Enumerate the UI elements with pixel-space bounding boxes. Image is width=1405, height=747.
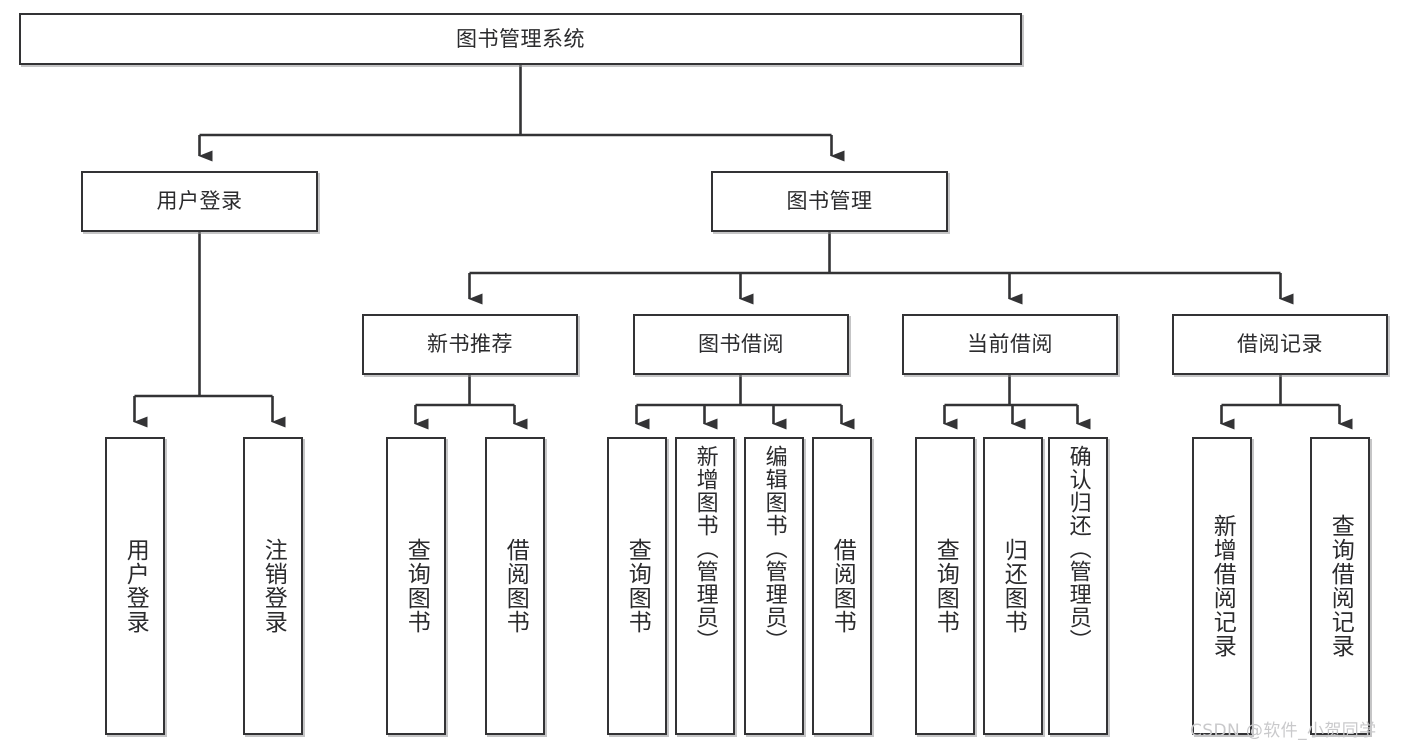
node-leaf-query-record-label: 查询借阅记录 — [1327, 514, 1354, 658]
node-leaf-query-record[interactable]: 查询借阅记录 — [1310, 437, 1370, 735]
node-leaf-borrow-book-2[interactable]: 借阅图书 — [812, 437, 872, 735]
node-user-login-label: 用户登录 — [156, 189, 243, 214]
node-leaf-edit-book[interactable]: 编辑图书（管理员） — [744, 437, 804, 735]
node-leaf-return-book-label: 归还图书 — [1000, 538, 1027, 634]
node-leaf-add-record[interactable]: 新增借阅记录 — [1192, 437, 1252, 735]
node-leaf-confirm-return-label: 确认归还（管理员） — [1065, 445, 1091, 652]
node-new-book-rec[interactable]: 新书推荐 — [362, 314, 578, 375]
node-book-borrow-label: 图书借阅 — [698, 332, 784, 357]
node-leaf-logout-label: 注销登录 — [260, 538, 287, 634]
node-leaf-confirm-return[interactable]: 确认归还（管理员） — [1048, 437, 1108, 735]
node-book-borrow[interactable]: 图书借阅 — [633, 314, 849, 375]
watermark: CSDN @软件_小贺同学 — [1190, 721, 1377, 741]
node-root-label: 图书管理系统 — [456, 26, 585, 51]
node-leaf-user-login[interactable]: 用户登录 — [105, 437, 165, 735]
node-user-login[interactable]: 用户登录 — [81, 171, 318, 232]
node-borrow-record-label: 借阅记录 — [1237, 332, 1323, 357]
node-leaf-query-book-1[interactable]: 查询图书 — [386, 437, 446, 735]
node-leaf-borrow-book-1[interactable]: 借阅图书 — [485, 437, 545, 735]
node-leaf-query-book-2[interactable]: 查询图书 — [607, 437, 667, 735]
node-leaf-edit-book-label: 编辑图书（管理员） — [761, 445, 787, 652]
node-new-book-rec-label: 新书推荐 — [427, 332, 513, 357]
node-current-borrow[interactable]: 当前借阅 — [902, 314, 1118, 375]
node-borrow-record[interactable]: 借阅记录 — [1172, 314, 1388, 375]
node-leaf-query-book-2-label: 查询图书 — [624, 538, 651, 634]
node-leaf-user-login-label: 用户登录 — [122, 538, 149, 634]
node-book-manage-label: 图书管理 — [786, 189, 873, 214]
node-leaf-return-book[interactable]: 归还图书 — [983, 437, 1043, 735]
node-leaf-query-book-3[interactable]: 查询图书 — [915, 437, 975, 735]
node-leaf-borrow-book-1-label: 借阅图书 — [502, 538, 529, 634]
node-leaf-query-book-3-label: 查询图书 — [932, 538, 959, 634]
node-leaf-add-book[interactable]: 新增图书（管理员） — [675, 437, 735, 735]
node-leaf-query-book-1-label: 查询图书 — [403, 538, 430, 634]
node-current-borrow-label: 当前借阅 — [967, 332, 1053, 357]
node-book-manage[interactable]: 图书管理 — [711, 171, 948, 232]
node-leaf-logout[interactable]: 注销登录 — [243, 437, 303, 735]
node-leaf-borrow-book-2-label: 借阅图书 — [829, 538, 856, 634]
node-leaf-add-book-label: 新增图书（管理员） — [692, 445, 718, 652]
node-leaf-add-record-label: 新增借阅记录 — [1209, 514, 1236, 658]
node-root[interactable]: 图书管理系统 — [19, 13, 1022, 65]
